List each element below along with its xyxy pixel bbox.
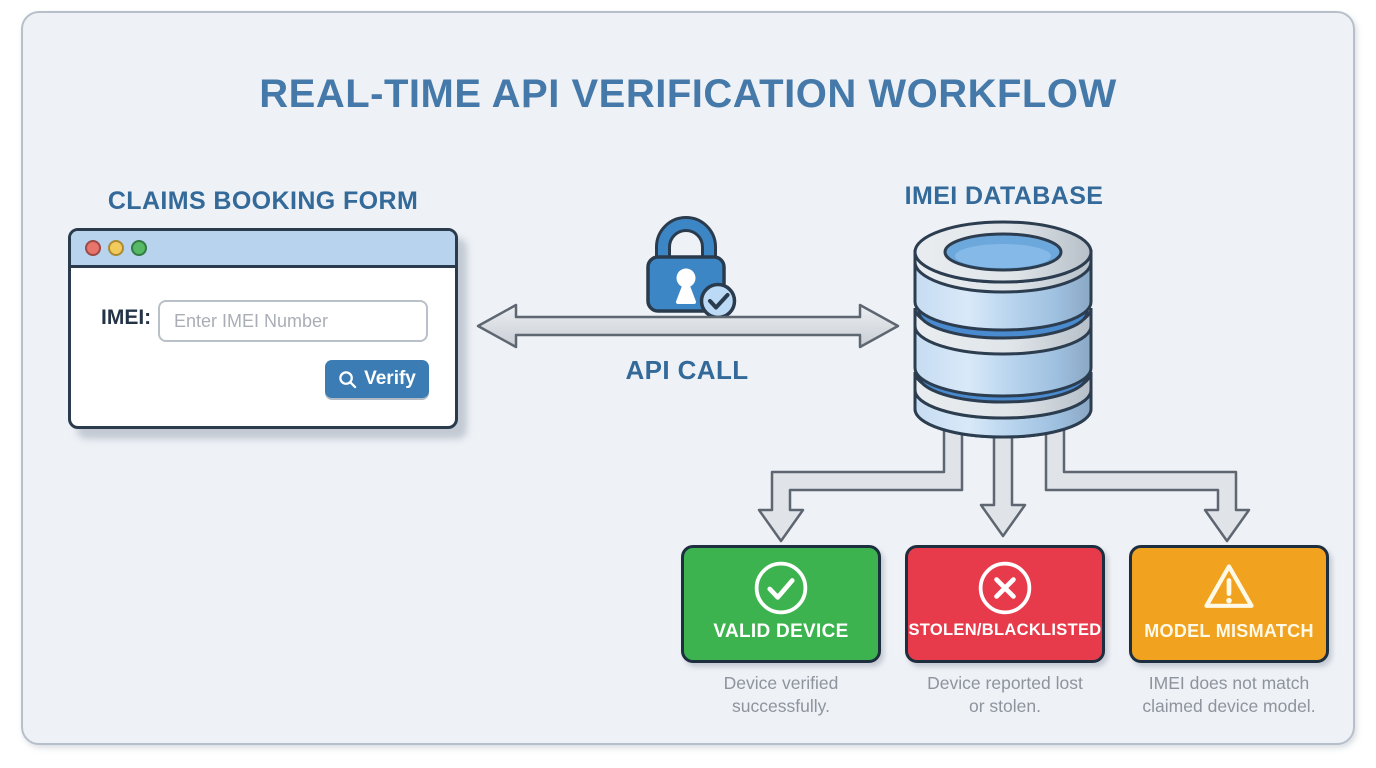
database-icon bbox=[913, 220, 1093, 439]
outcome-card-valid: VALID DEVICE bbox=[681, 545, 881, 663]
imei-input[interactable] bbox=[158, 300, 428, 342]
window-minimize-dot-icon bbox=[108, 240, 124, 256]
claims-form-heading: CLAIMS BOOKING FORM bbox=[107, 187, 419, 215]
arrow-to-valid bbox=[757, 418, 964, 543]
api-call-label: API CALL bbox=[625, 355, 749, 385]
verify-button[interactable]: Verify bbox=[325, 360, 429, 398]
outcome-caption-stolen: Device reported lost or stolen. bbox=[927, 673, 1083, 717]
claims-form-window: IMEI: Verify bbox=[68, 228, 458, 429]
outcome-caption-mismatch: IMEI does not match claimed device model… bbox=[1142, 673, 1316, 717]
database-heading: IMEI DATABASE bbox=[904, 182, 1104, 210]
window-maximize-dot-icon bbox=[131, 240, 147, 256]
x-circle-icon bbox=[978, 561, 1032, 615]
outcome-caption-valid: Device verified successfully. bbox=[723, 673, 839, 717]
window-close-dot-icon bbox=[85, 240, 101, 256]
outcome-label-valid: VALID DEVICE bbox=[713, 621, 849, 642]
api-call-double-arrow bbox=[476, 303, 900, 349]
outcome-card-stolen: STOLEN/BLACKLISTED bbox=[905, 545, 1105, 663]
page-title: REAL-TIME API VERIFICATION WORKFLOW bbox=[259, 72, 1117, 116]
check-circle-icon bbox=[754, 561, 808, 615]
warning-triangle-icon bbox=[1204, 564, 1254, 608]
secure-lock-icon bbox=[646, 216, 737, 319]
search-icon bbox=[339, 370, 357, 388]
arrow-to-mismatch bbox=[1044, 418, 1251, 543]
outcome-card-mismatch: MODEL MISMATCH bbox=[1129, 545, 1329, 663]
outcome-label-mismatch: MODEL MISMATCH bbox=[1144, 621, 1314, 641]
outcome-label-stolen: STOLEN/BLACKLISTED bbox=[908, 621, 1102, 639]
verify-button-label: Verify bbox=[364, 368, 416, 389]
window-titlebar bbox=[71, 231, 455, 268]
imei-field-label: IMEI: bbox=[101, 306, 152, 329]
